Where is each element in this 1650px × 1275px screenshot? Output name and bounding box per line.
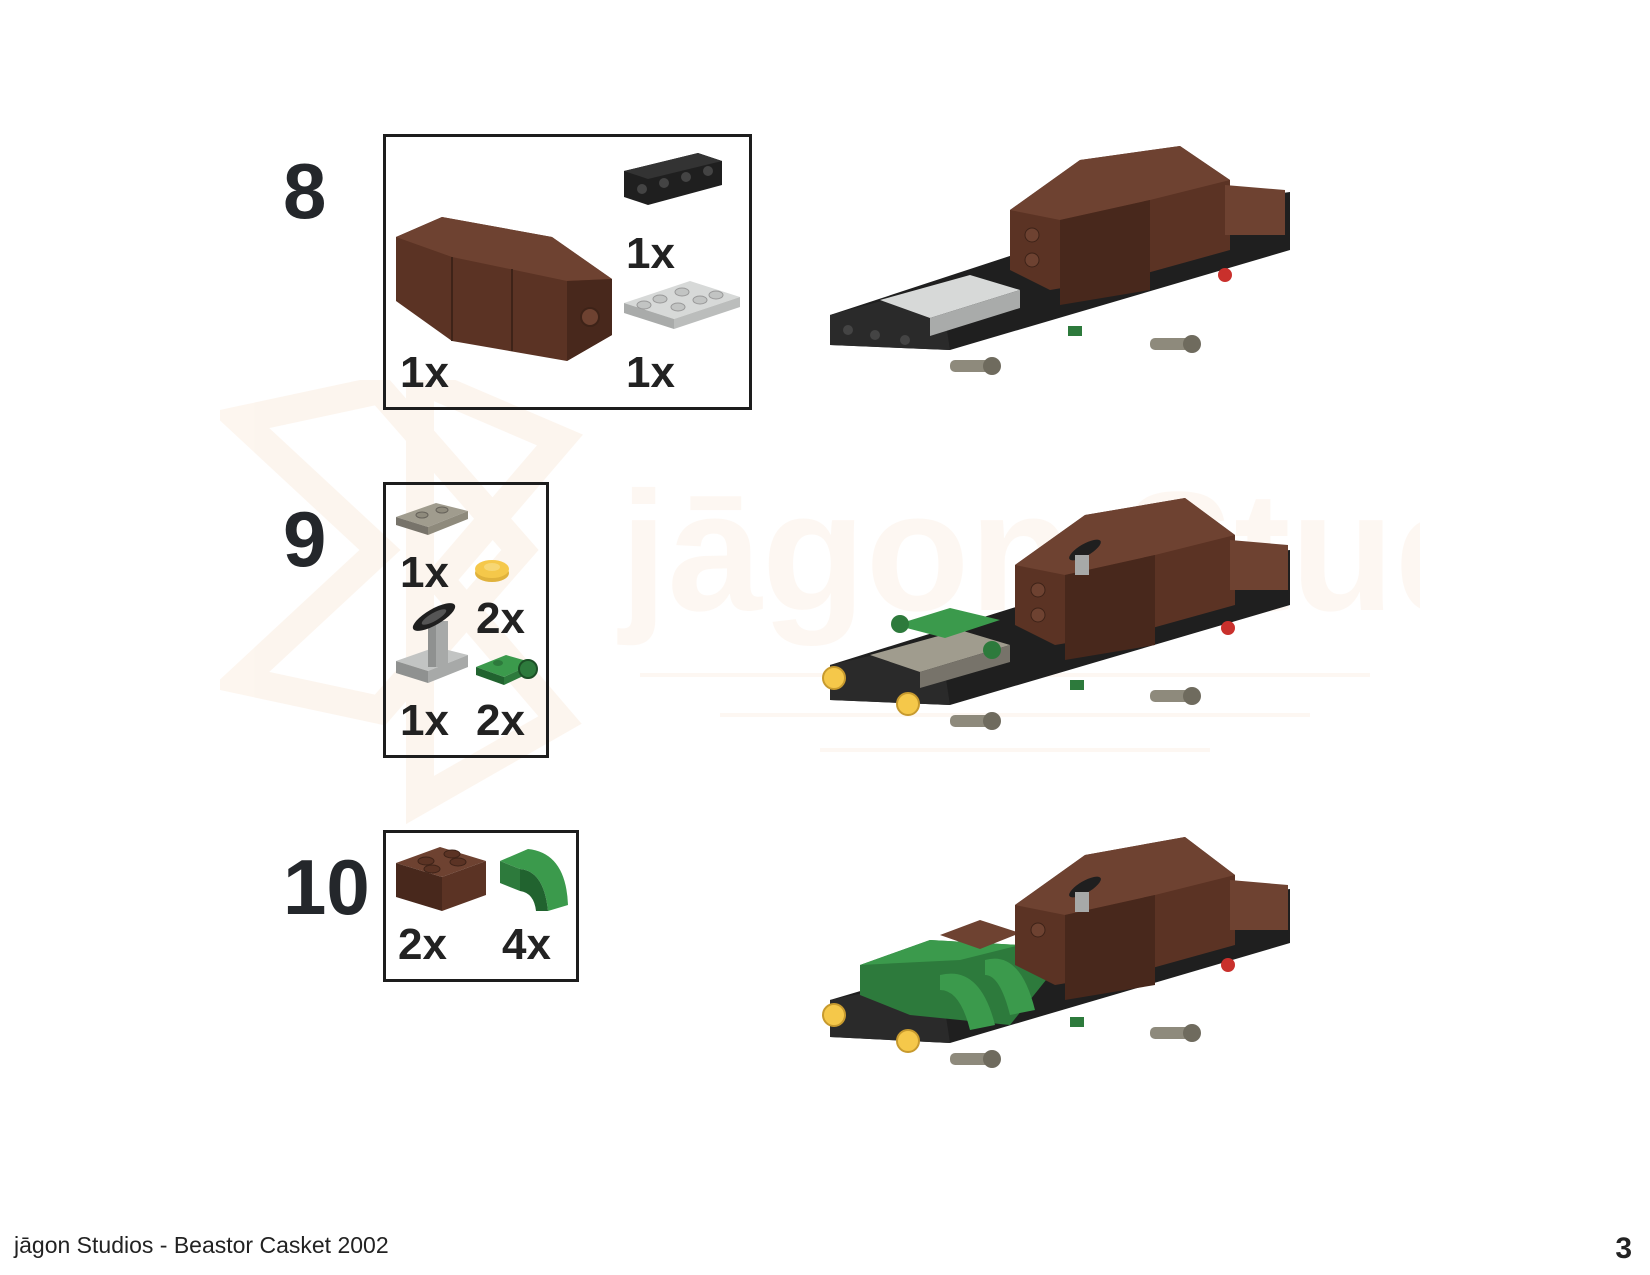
part-quantity: 1x bbox=[400, 548, 449, 597]
steering-wheel-stand-icon bbox=[396, 603, 468, 683]
part-quantity: 2x bbox=[476, 594, 525, 643]
yellow-round-plate-icon bbox=[475, 560, 509, 582]
dark-tan-plate-1x2-icon bbox=[396, 503, 468, 535]
green-clip-plate-icon bbox=[476, 655, 538, 685]
parts-list-box: 2x 4x bbox=[383, 830, 579, 982]
parts-list-box: 1x 1x 1x bbox=[383, 134, 752, 410]
part-quantity: 4x bbox=[502, 920, 551, 969]
step-8-model-illustration bbox=[830, 146, 1290, 375]
parts-list-box: 1x 2x 1x 2x bbox=[383, 482, 549, 758]
part-quantity: 1x bbox=[400, 696, 449, 745]
page-number: 3 bbox=[1615, 1232, 1632, 1265]
black-bracket-plate-icon bbox=[624, 153, 722, 205]
step-number: 8 bbox=[283, 147, 327, 235]
step-number: 9 bbox=[283, 495, 327, 583]
document-footer-title: jāgon Studios - Beastor Casket 2002 bbox=[14, 1232, 389, 1258]
green-curved-slope-icon bbox=[500, 849, 568, 911]
part-quantity: 1x bbox=[626, 229, 675, 278]
part-quantity: 1x bbox=[626, 348, 675, 397]
brown-brick-2x2-icon bbox=[396, 847, 486, 911]
part-quantity: 2x bbox=[398, 920, 447, 969]
light-gray-plate-2x3-icon bbox=[624, 281, 740, 329]
part-quantity: 2x bbox=[476, 696, 525, 745]
step-number: 10 bbox=[283, 843, 370, 931]
brown-casket-body-icon bbox=[396, 217, 612, 361]
step-9-model-illustration bbox=[822, 498, 1290, 730]
part-quantity: 1x bbox=[400, 348, 449, 397]
step-10-model-illustration bbox=[822, 837, 1290, 1068]
